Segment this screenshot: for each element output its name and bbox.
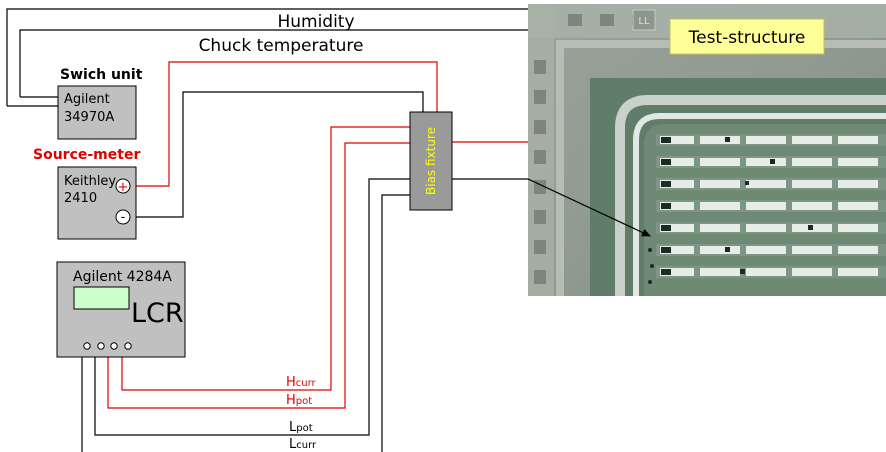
source-meter-model-line1: Keithley [64,174,116,189]
lcr-terminal-4 [125,343,131,349]
source-minus-wire [130,92,423,217]
test-structure-label: Test-structure [688,28,806,48]
hpot-label-sub: pot [296,396,312,407]
switch-unit-title: Swich unit [60,67,143,83]
bias-fixture-label: Bias fixture [424,127,438,195]
minus-terminal-sign: - [121,210,126,225]
lcr-terminal-3 [111,343,117,349]
source-meter-title: Source-meter [33,147,140,163]
lcurr-label: Lcurr [289,437,317,452]
switch-unit-model-line2: 34970A [64,110,114,125]
hcurr-label-main: H [286,375,296,390]
lpot-label-sub: pot [296,423,312,434]
humidity-label: Humidity [277,12,354,32]
lcurr-label-sub: curr [296,440,317,451]
hcurr-label-sub: curr [296,378,317,389]
test-structure-micrograph: LL [528,4,886,296]
switch-unit-model-line1: Agilent [64,92,110,107]
lpot-label: Lpot [289,420,313,435]
chuck-temperature-label: Chuck temperature [199,36,364,56]
lcr-terminal-1 [84,343,90,349]
plus-terminal-sign: + [118,180,129,195]
lcr-terminal-2 [98,343,104,349]
lcr-display [74,287,129,309]
lcr-model-label: Agilent 4284A [73,269,172,285]
lcurr-wire-right [382,195,410,452]
chip-mark-text: LL [638,16,650,27]
hpot-label: Hpot [286,393,312,408]
source-meter-model-line2: 2410 [64,191,97,206]
hcurr-label: Hcurr [286,375,317,390]
hpot-label-main: H [286,393,296,408]
lcr-label: LCR [131,298,184,329]
source-plus-wire [130,62,437,186]
